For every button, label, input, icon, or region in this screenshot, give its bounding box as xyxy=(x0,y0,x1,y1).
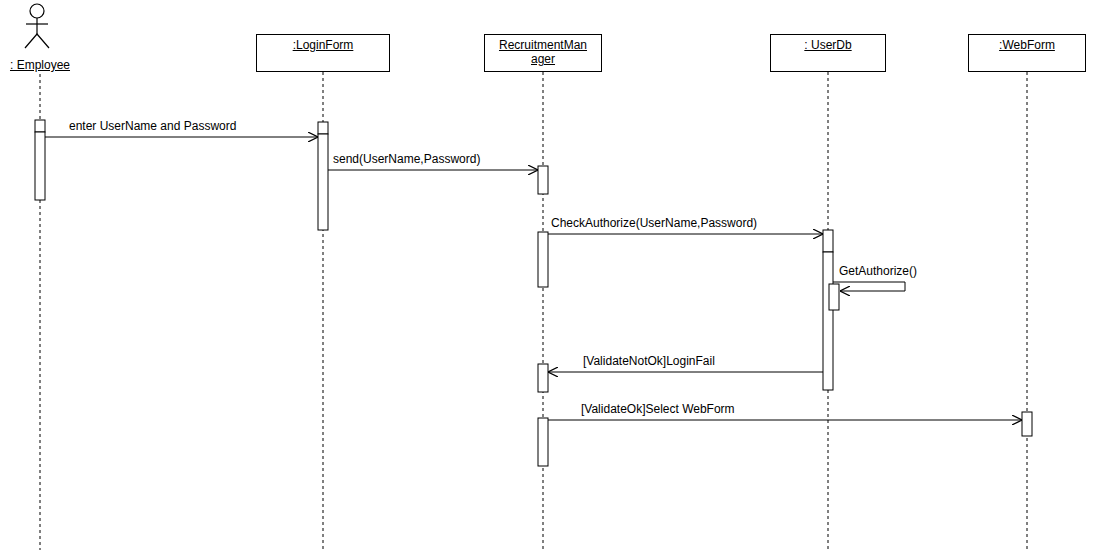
actor-legs xyxy=(25,34,49,48)
message-arrow xyxy=(548,420,1022,421)
message-label: GetAuthorize() xyxy=(838,264,918,278)
activation-bar xyxy=(823,230,833,252)
lifeline-box: :WebForm xyxy=(968,34,1086,72)
actor-figure: : Employee xyxy=(2,2,78,72)
lifeline-name: : Employee xyxy=(2,58,78,72)
message-arrow xyxy=(548,372,823,373)
message-arrow xyxy=(548,234,823,235)
activation-bar xyxy=(318,122,328,134)
activation-bar xyxy=(1022,412,1032,436)
message-label: [ValidateNotOk]LoginFail xyxy=(582,354,716,368)
lifeline-name: : UserDb xyxy=(777,38,879,52)
activation-bar xyxy=(35,132,45,200)
lifeline-box: : UserDb xyxy=(770,34,886,72)
activation-bar xyxy=(35,120,45,132)
lifeline-box: :LoginForm xyxy=(256,34,390,72)
activation-bar xyxy=(538,166,548,194)
message-label: CheckAuthorize(UserName,Password) xyxy=(550,216,758,230)
lifeline xyxy=(1027,72,1028,550)
message-label: [ValidateOk]Select WebForm xyxy=(580,402,736,416)
activation-bar xyxy=(318,134,328,230)
activation-bar xyxy=(538,418,548,466)
lifeline xyxy=(543,72,544,550)
stick-figure xyxy=(2,2,72,50)
lifeline-box: RecruitmentMan ager xyxy=(484,34,602,72)
actor-arms xyxy=(26,23,48,24)
lifeline-name: RecruitmentMan ager xyxy=(491,38,595,66)
activation-bar xyxy=(538,364,548,392)
activation-bar xyxy=(823,252,833,390)
activation-bar xyxy=(829,284,839,310)
message-label: enter UserName and Password xyxy=(68,119,237,133)
message-arrow xyxy=(45,137,318,138)
actor-head xyxy=(30,4,44,18)
lifeline-name: :WebForm xyxy=(975,38,1079,52)
actor-body xyxy=(36,18,37,34)
message-arrow xyxy=(328,170,538,171)
message-arrow xyxy=(833,282,905,291)
activation-bar xyxy=(538,232,548,287)
message-label: send(UserName,Password) xyxy=(332,152,481,166)
lifeline-name: :LoginForm xyxy=(263,38,383,52)
